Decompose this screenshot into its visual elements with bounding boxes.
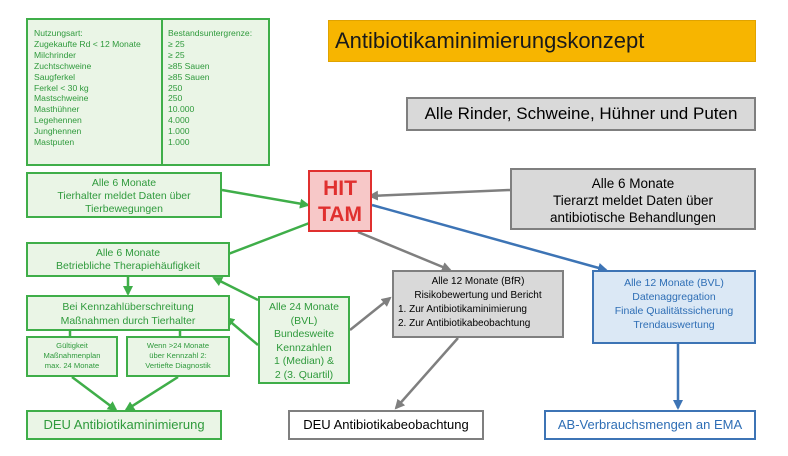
arrow-hittam-to-bfr xyxy=(357,230,452,272)
table-column-limit: Bestandsuntergrenze: ≥ 25 ≥ 25 ≥85 Sauen… xyxy=(168,28,252,148)
table-cell-type: Zugekaufte Rd < 12 Monate xyxy=(34,38,141,49)
bvl24-interval: Alle 24 Monate xyxy=(268,301,340,313)
tierhalter-text: Tierhalter meldet Daten über xyxy=(57,190,191,202)
deu-beobachtung-label: DEU Antibiotikabeobachtung xyxy=(303,417,469,432)
deu-beobachtung-box: DEU Antibiotikabeobachtung xyxy=(288,410,484,440)
therapie-box: Alle 6 Monate Betriebliche Therapiehäufi… xyxy=(26,242,230,277)
table-cell-type: Saugferkel xyxy=(34,71,76,82)
plan-text: Maßnahmenplan xyxy=(43,351,101,360)
deu-minimierung-box: DEU Antibiotikaminimierung xyxy=(26,410,222,440)
bvl24-box: Alle 24 Monate (BVL) Bundesweite Kennzah… xyxy=(258,296,350,384)
scope-box: Alle Rinder, Schweine, Hühner und Puten xyxy=(406,97,756,131)
diagnostik-box: Wenn >24 Monate über Kennzahl 2: Vertief… xyxy=(126,336,230,377)
tierarzt-box: Alle 6 Monate Tierarzt meldet Daten über… xyxy=(510,168,756,230)
hit-tam-box: HIT TAM xyxy=(308,170,372,232)
bvl24-text: Kennzahlen xyxy=(276,341,332,354)
table-header-limit: Bestandsuntergrenze: xyxy=(168,28,253,38)
diagnostik-text: Wenn >24 Monate xyxy=(146,341,210,350)
tam-label: TAM xyxy=(318,203,362,226)
arrow-bvl24-to-bfr xyxy=(349,296,392,331)
table-cell-type: Masthühner xyxy=(34,104,80,115)
threshold-table: Nutzungsart: Zugekaufte Rd < 12 Monate M… xyxy=(26,18,270,166)
table-cell-type: Mastputen xyxy=(34,137,75,148)
tierhalter-text: Tierbewegungen xyxy=(85,203,163,215)
arrow-bvl24-to-kennzahl xyxy=(224,316,259,346)
arrow-diagnostik-to-deu xyxy=(124,375,179,412)
bvl12-text: Finale Qualitätssicherung xyxy=(614,305,734,317)
bfr-box: Alle 12 Monate (BfR) Risikobewertung und… xyxy=(392,270,564,338)
table-column-type: Nutzungsart: Zugekaufte Rd < 12 Monate M… xyxy=(34,28,141,148)
kennzahl-text: Bei Kennzahlüberschreitung xyxy=(62,301,194,313)
tierarzt-text: Tierarzt meldet Daten über xyxy=(552,193,714,208)
table-cell-limit: ≥85 Sauen xyxy=(168,60,210,71)
table-cell-limit: 1.000 xyxy=(168,137,190,148)
bvl12-interval: Alle 12 Monate (BVL) xyxy=(624,277,724,289)
arrow-bfr-to-deu-beob xyxy=(394,337,459,410)
table-cell-limit: 250 xyxy=(168,82,183,93)
deu-minimierung-label: DEU Antibiotikaminimierung xyxy=(43,417,205,432)
scope-label: Alle Rinder, Schweine, Hühner und Puten xyxy=(424,104,738,123)
table-cell-type: Ferkel < 30 kg xyxy=(34,82,89,93)
arrow-bvl24-to-therapie xyxy=(212,276,259,302)
bvl12-text: Datenaggregation xyxy=(632,291,716,303)
table-cell-limit: ≥85 Sauen xyxy=(168,71,210,82)
table-cell-type: Zuchtschweine xyxy=(34,60,92,71)
massnahmenplan-box: Gültigkeit Maßnahmenplan max. 24 Monate xyxy=(26,336,118,377)
table-cell-limit: ≥ 25 xyxy=(168,49,185,60)
table-cell-type: Junghennen xyxy=(34,126,82,137)
table-cell-type: Mastschweine xyxy=(34,93,89,104)
tierarzt-text: antibiotische Behandlungen xyxy=(550,210,716,225)
plan-text: max. 24 Monate xyxy=(44,361,100,370)
table-divider xyxy=(161,20,163,164)
kennzahl-text: Maßnahmen durch Tierhalter xyxy=(60,315,196,327)
bvl12-box: Alle 12 Monate (BVL) Datenaggregation Fi… xyxy=(592,270,756,344)
hit-label: HIT xyxy=(323,177,357,200)
arrow-hittam-to-bvl12 xyxy=(371,203,608,273)
tierhalter-box: Alle 6 Monate Tierhalter meldet Daten üb… xyxy=(26,172,222,218)
table-cell-limit: 250 xyxy=(168,93,183,104)
tierarzt-interval: Alle 6 Monate xyxy=(591,176,675,191)
bvl24-text: (BVL) xyxy=(290,314,318,327)
bvl24-text: 2 (3. Quartil) xyxy=(274,368,334,381)
tierhalter-interval: Alle 6 Monate xyxy=(91,177,157,189)
table-cell-limit: 4.000 xyxy=(168,115,190,126)
table-cell-type: Legehennen xyxy=(34,115,82,126)
table-cell-limit: 1.000 xyxy=(168,126,190,137)
title-box: Antibiotikaminimierungskonzept xyxy=(328,20,756,62)
therapie-text: Betriebliche Therapiehäufigkeit xyxy=(56,260,200,272)
bfr-item: 2. Zur Antibiotikabeobachtung xyxy=(398,318,531,329)
therapie-interval: Alle 6 Monate xyxy=(95,247,161,259)
diagnostik-text: über Kennzahl 2: xyxy=(149,351,207,360)
arrow-tierarzt-to-hittam xyxy=(368,188,511,201)
plan-text: Gültigkeit xyxy=(56,341,88,350)
kennzahl-box: Bei Kennzahlüberschreitung Maßnahmen dur… xyxy=(26,295,230,331)
diagnostik-text: Vertiefte Diagnostik xyxy=(145,361,211,370)
ema-label: AB-Verbrauchsmengen an EMA xyxy=(557,417,743,432)
page-title: Antibiotikaminimierungskonzept xyxy=(335,28,645,53)
table-cell-limit: 10.000 xyxy=(168,104,195,115)
table-header-type: Nutzungsart: xyxy=(34,28,83,38)
bfr-item: 1. Zur Antibiotikaminimierung xyxy=(398,304,527,315)
bfr-text: Risikobewertung und Bericht xyxy=(414,290,542,301)
table-cell-limit: ≥ 25 xyxy=(168,38,185,49)
bvl24-text: Bundesweite xyxy=(273,328,335,340)
table-cell-type: Milchrinder xyxy=(34,49,77,60)
arrow-tierhalter-to-hittam xyxy=(221,188,310,209)
bvl12-text: Trendauswertung xyxy=(633,319,715,331)
bfr-interval: Alle 12 Monate (BfR) xyxy=(431,276,525,287)
bvl24-text: 1 (Median) & xyxy=(273,355,335,367)
ema-box: AB-Verbrauchsmengen an EMA xyxy=(544,410,756,440)
arrow-plan-to-deu xyxy=(71,376,118,412)
